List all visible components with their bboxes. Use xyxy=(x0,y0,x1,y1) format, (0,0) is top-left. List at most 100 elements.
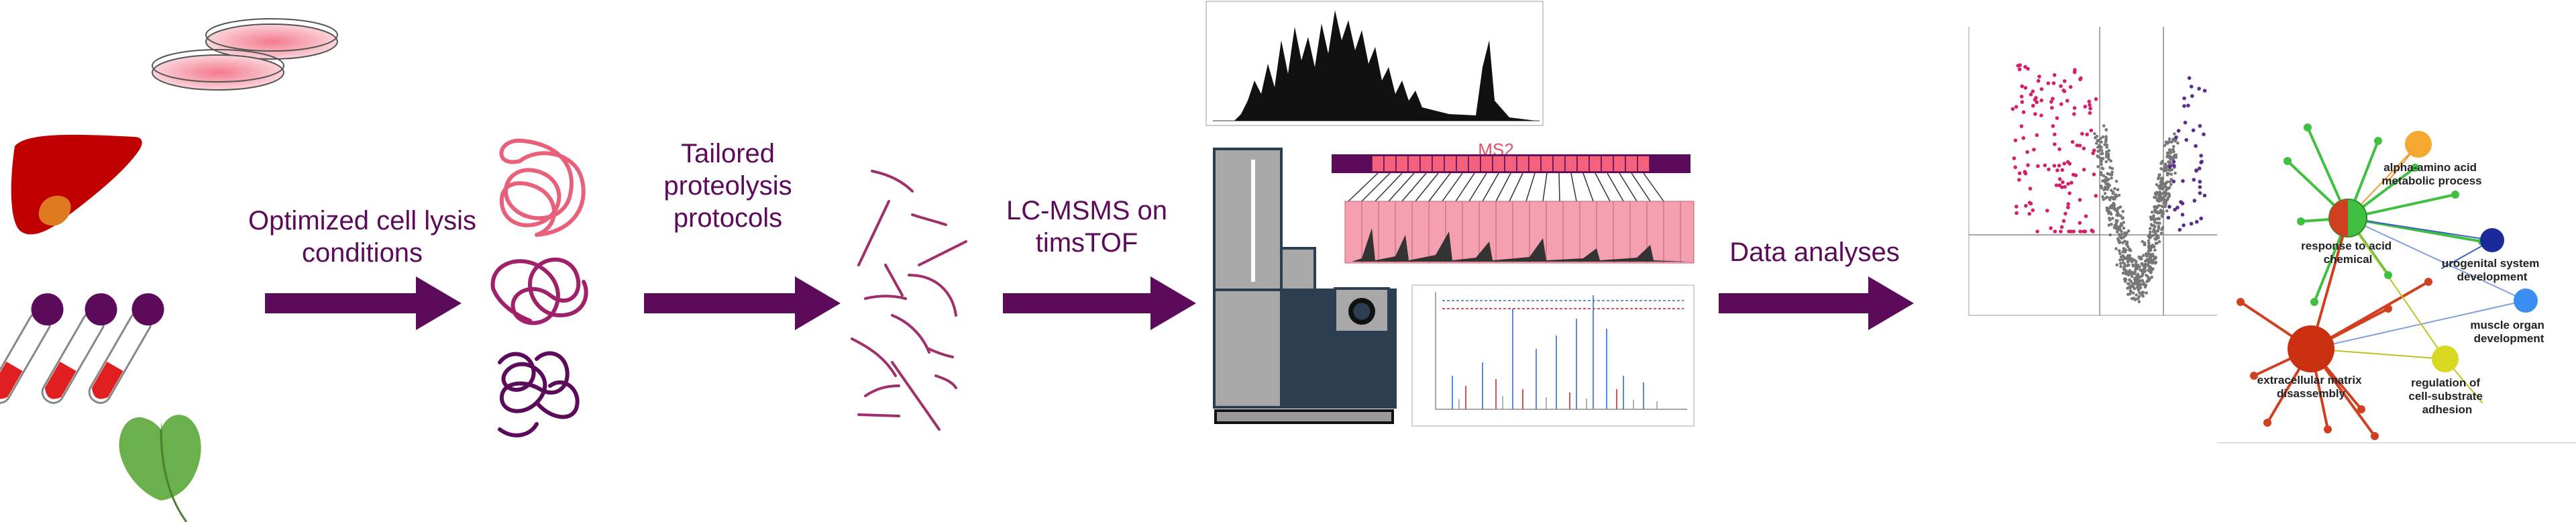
volcano-point xyxy=(2153,238,2157,242)
volcano-point xyxy=(2100,166,2104,170)
volcano-point xyxy=(2101,195,2104,199)
volcano-point xyxy=(2106,172,2109,176)
volcano-point xyxy=(2182,96,2186,101)
volcano-point xyxy=(2169,172,2173,176)
volcano-point xyxy=(2091,151,2095,156)
volcano-point xyxy=(2049,100,2053,104)
volcano-point xyxy=(2039,113,2043,117)
volcano-point xyxy=(2173,207,2177,212)
volcano-point xyxy=(2065,99,2070,103)
volcano-point xyxy=(2072,70,2077,74)
volcano-point xyxy=(2162,191,2166,195)
volcano-point xyxy=(2202,132,2206,136)
volcano-point xyxy=(2071,172,2076,177)
volcano-plot xyxy=(1953,19,2218,316)
volcano-point xyxy=(2126,270,2130,274)
volcano-point xyxy=(2104,138,2108,142)
volcano-point xyxy=(2202,89,2207,93)
volcano-point xyxy=(2137,300,2141,303)
volcano-point xyxy=(2150,211,2154,214)
volcano-point xyxy=(2133,282,2137,286)
volcano-point xyxy=(2126,245,2130,248)
volcano-point xyxy=(2139,256,2143,260)
volcano-point xyxy=(2137,289,2141,292)
volcano-point xyxy=(2098,144,2102,148)
volcano-point xyxy=(2198,123,2202,128)
volcano-point xyxy=(2167,137,2171,141)
volcano-point xyxy=(2125,242,2128,246)
volcano-point xyxy=(2166,197,2169,201)
volcano-point xyxy=(2135,266,2139,270)
volcano-point xyxy=(2117,249,2121,253)
volcano-point xyxy=(2164,181,2168,185)
volcano-point xyxy=(2057,177,2062,181)
volcano-point xyxy=(2145,291,2148,295)
volcano-point xyxy=(2109,159,2112,163)
volcano-point xyxy=(2104,135,2108,138)
volcano-point xyxy=(2118,262,2123,265)
volcano-point xyxy=(2135,293,2138,297)
volcano-point xyxy=(2082,229,2086,233)
volcano-point xyxy=(2066,202,2070,206)
volcano-point xyxy=(2157,236,2160,240)
volcano-point xyxy=(2169,157,2173,161)
volcano-point xyxy=(2176,129,2181,133)
volcano-point xyxy=(2080,132,2084,136)
volcano-point xyxy=(2089,128,2094,133)
volcano-point xyxy=(2143,267,2146,271)
volcano-point xyxy=(2156,205,2159,208)
volcano-point xyxy=(2199,216,2203,221)
volcano-point xyxy=(2149,271,2153,274)
volcano-point xyxy=(2105,146,2109,149)
volcano-point xyxy=(2127,263,2131,267)
arrow-1 xyxy=(265,276,462,330)
volcano-point xyxy=(2017,178,2021,182)
volcano-point xyxy=(2139,282,2143,286)
volcano-point xyxy=(2047,167,2051,172)
node-muscle-organ xyxy=(2514,289,2538,313)
label-lcms: LC-MSMS on timsTOF xyxy=(1006,196,1168,258)
volcano-point xyxy=(2078,144,2082,148)
arrow-3 xyxy=(1003,276,1196,330)
volcano-point xyxy=(2152,214,2155,217)
volcano-point xyxy=(2187,76,2192,81)
ms1-spectrum xyxy=(1205,1,1544,126)
volcano-point xyxy=(2061,219,2066,223)
volcano-point xyxy=(2169,182,2173,187)
volcano-point xyxy=(2020,84,2024,89)
volcano-point xyxy=(2159,231,2163,235)
volcano-point xyxy=(2122,226,2126,230)
volcano-point xyxy=(2131,270,2135,274)
volcano-point xyxy=(2165,155,2169,159)
test-tube-icon xyxy=(0,293,164,404)
volcano-point xyxy=(2075,143,2080,148)
volcano-point xyxy=(2111,217,2114,220)
volcano-point xyxy=(2053,229,2057,233)
volcano-point xyxy=(2114,219,2118,223)
volcano-point xyxy=(2192,199,2197,203)
volcano-point xyxy=(2123,257,2126,260)
volcano-point xyxy=(2121,254,2125,258)
volcano-point xyxy=(2016,64,2021,68)
volcano-point xyxy=(2176,205,2180,210)
volcano-point xyxy=(2202,193,2207,198)
volcano-point xyxy=(2122,247,2125,250)
volcano-point xyxy=(2138,265,2141,268)
volcano-point xyxy=(2165,168,2169,172)
volcano-point xyxy=(2119,222,2123,225)
volcano-point xyxy=(2113,187,2116,191)
volcano-point xyxy=(2168,180,2171,184)
volcano-point xyxy=(2101,135,2104,139)
volcano-point xyxy=(2167,205,2171,209)
volcano-point xyxy=(2061,88,2065,93)
volcano-point xyxy=(2110,173,2114,177)
volcano-point xyxy=(2132,297,2136,300)
protein-tangle-dark xyxy=(498,351,580,437)
volcano-point xyxy=(2169,178,2174,181)
volcano-point xyxy=(2026,163,2030,167)
volcano-point xyxy=(2166,187,2170,191)
volcano-point xyxy=(2057,147,2061,152)
volcano-point xyxy=(2105,206,2108,210)
volcano-point xyxy=(2181,179,2185,183)
volcano-point xyxy=(2129,289,2133,293)
